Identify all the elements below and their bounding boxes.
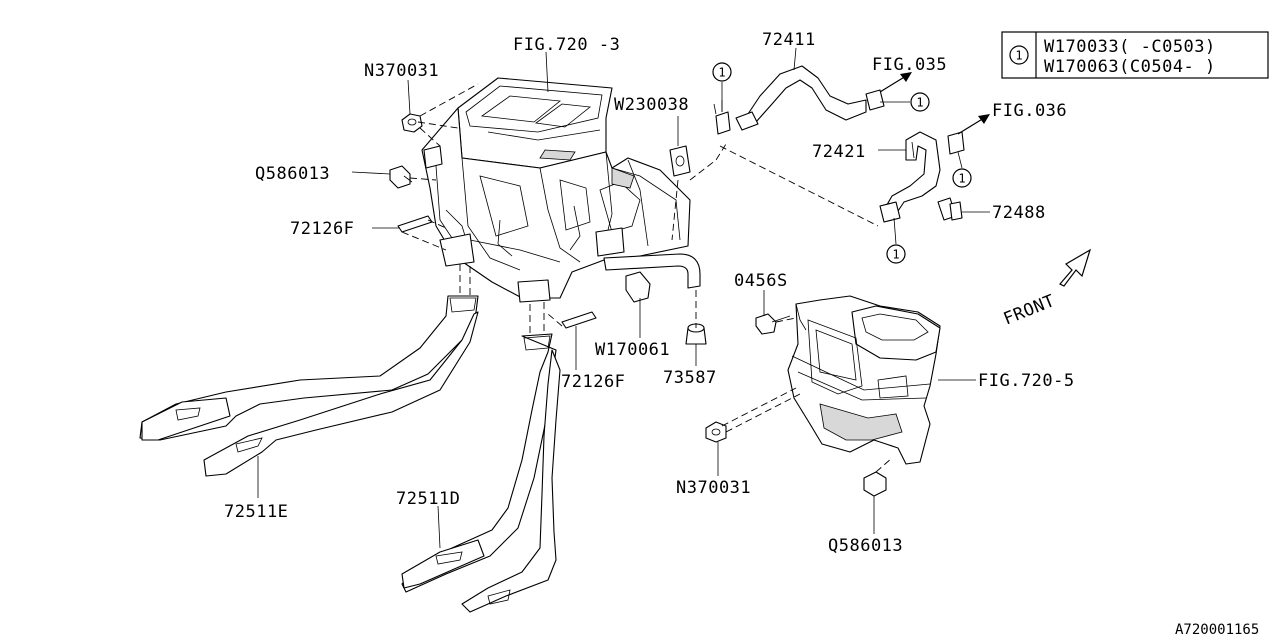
bolt-q586013-left[interactable] <box>389 165 413 189</box>
nut-n370031-top[interactable] <box>401 113 423 133</box>
label-72126f-left: 72126F <box>290 219 354 239</box>
label-n370031-top: N370031 <box>364 61 439 81</box>
label-n370031-bottom: N370031 <box>676 478 751 498</box>
callout-circles: 1 1 1 1 <box>712 62 972 264</box>
bolt-q586013-bottom[interactable] <box>863 471 887 497</box>
leader-lines <box>257 47 990 549</box>
nut-n370031-bottom[interactable] <box>705 421 727 443</box>
label-front: FRONT <box>1001 291 1058 330</box>
label-73587: 73587 <box>663 368 717 388</box>
label-72421: 72421 <box>812 142 866 162</box>
legend-row-2: W170063(C0504- ) <box>1044 57 1216 77</box>
label-w230038: W230038 <box>614 95 689 115</box>
callout-circle-icon <box>1009 45 1029 65</box>
label-72511e: 72511E <box>224 502 288 522</box>
clip-72126f-left[interactable] <box>397 215 433 233</box>
label-q586013-left: Q586013 <box>255 164 330 184</box>
label-fig-035: FIG.035 <box>872 55 947 75</box>
legend-row-1: W170033( -C0503) <box>1044 37 1216 57</box>
front-arrow-icon <box>1059 248 1092 287</box>
floor-duct-72511e[interactable] <box>139 295 479 477</box>
hose-72411[interactable] <box>735 65 867 131</box>
label-0456s: 0456S <box>734 271 788 291</box>
svg-text:1: 1 <box>916 96 923 110</box>
label-72411: 72411 <box>762 30 816 50</box>
label-fig-720-5: FIG.720-5 <box>978 371 1075 391</box>
callout-circle-icon: 1 <box>712 62 732 112</box>
assembly-lines <box>401 83 893 473</box>
hose-clip-fig035[interactable] <box>865 89 885 111</box>
label-fig-036: FIG.036 <box>992 101 1067 121</box>
clamp-72488[interactable] <box>937 197 963 221</box>
legend-symbol: 1 <box>1015 49 1022 63</box>
part-labels: FIG.720 -3 N370031 Q586013 72126F W23003… <box>224 30 1259 638</box>
svg-text:1: 1 <box>718 66 725 80</box>
hose-clip-72421-bottom[interactable] <box>879 201 901 223</box>
hose-clip-fig036[interactable] <box>947 131 965 155</box>
svg-text:1: 1 <box>958 172 965 186</box>
clip-72126f-bottom[interactable] <box>561 311 597 329</box>
label-72488: 72488 <box>992 203 1046 223</box>
legend-box: 1 W170033( -C0503) W170063(C0504- ) <box>1001 31 1269 79</box>
diagram-id: A720001165 <box>1175 622 1259 638</box>
callout-circle-icon: 1 <box>880 92 930 112</box>
label-72126f-bottom: 72126F <box>561 372 625 392</box>
callout-circle-icon: 1 <box>952 151 972 188</box>
callout-circle-icon: 1 <box>886 217 906 264</box>
floor-duct-72511d[interactable] <box>401 333 561 613</box>
label-fig-720-3: FIG.720 -3 <box>513 35 620 55</box>
grommet-w230038[interactable] <box>669 145 691 177</box>
hose-clip-top-left[interactable] <box>715 100 731 135</box>
fig035-arrow-icon <box>879 72 912 93</box>
fig036-arrow-icon <box>957 114 990 135</box>
hose-72421[interactable] <box>883 131 941 215</box>
label-72511d: 72511D <box>396 489 460 509</box>
clip-w170061[interactable] <box>625 271 651 303</box>
screw-0456s[interactable] <box>755 313 791 335</box>
label-q586013-bottom: Q586013 <box>828 536 903 556</box>
heater-unit-main[interactable] <box>421 77 701 303</box>
label-w170061: W170061 <box>595 340 670 360</box>
blower-unit-fig720-5[interactable] <box>787 295 941 465</box>
svg-text:1: 1 <box>892 248 899 262</box>
